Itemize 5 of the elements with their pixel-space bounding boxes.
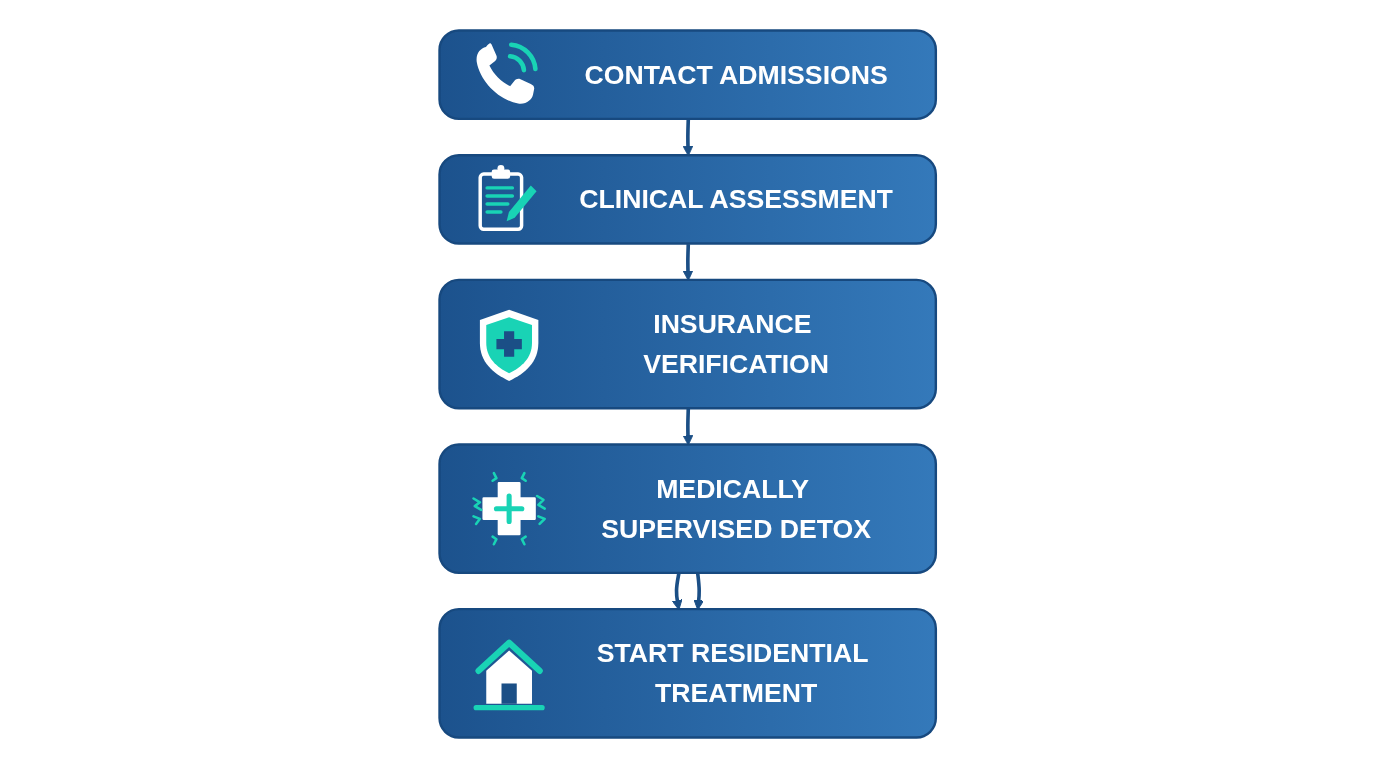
process-box: START RESIDENTIAL TREATMENT	[438, 607, 938, 739]
process-box: INSURANCE VERIFICATION	[438, 278, 938, 410]
process-box: CONTACT ADMISSIONS	[438, 29, 938, 121]
process-box: MEDICALLY SUPERVISED DETOX	[438, 443, 938, 575]
process-box: CLINICAL ASSESSMENT	[438, 154, 938, 245]
